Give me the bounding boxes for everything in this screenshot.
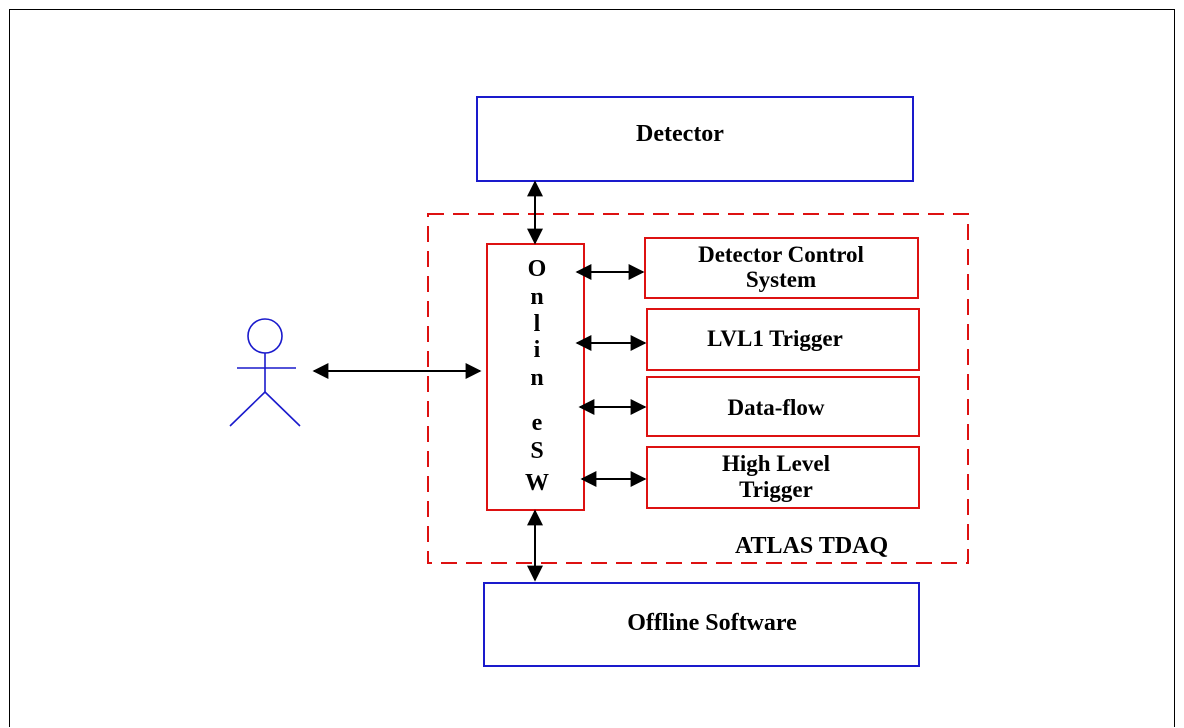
detector-control-system-label-line2: System (746, 267, 816, 292)
online-sw-letter: e (532, 410, 543, 436)
online-sw-letter: S (530, 438, 543, 464)
detector-control-system-label-line1: Detector Control (698, 242, 864, 267)
atlas-tdaq-region (427, 213, 969, 564)
high-level-trigger-label-line1: High Level (722, 451, 830, 476)
lvl1-trigger-label: LVL1 Trigger (707, 326, 843, 351)
data-flow-label: Data-flow (727, 395, 824, 420)
online-sw-letter: O (528, 256, 547, 282)
detector-label: Detector (636, 121, 724, 147)
diagram-frame (9, 9, 1175, 727)
offline-software-box (483, 582, 920, 667)
online-sw-letter: n (530, 284, 543, 310)
online-sw-letter: l (534, 311, 541, 337)
online-sw-letter: i (534, 337, 541, 363)
data-flow-box (646, 376, 920, 437)
atlas-tdaq-label: ATLAS TDAQ (735, 533, 888, 559)
online-sw-label: O n l i n e S W (525, 256, 549, 496)
offline-software-label: Offline Software (627, 610, 797, 636)
high-level-trigger-label-line2: Trigger (739, 477, 813, 502)
detector-control-system-box (644, 237, 919, 299)
online-sw-letter: W (525, 470, 549, 496)
lvl1-trigger-box (646, 308, 920, 371)
user-actor-icon (229, 318, 301, 427)
high-level-trigger-box (646, 446, 920, 509)
online-sw-letter: n (530, 365, 543, 391)
detector-box (476, 96, 914, 182)
